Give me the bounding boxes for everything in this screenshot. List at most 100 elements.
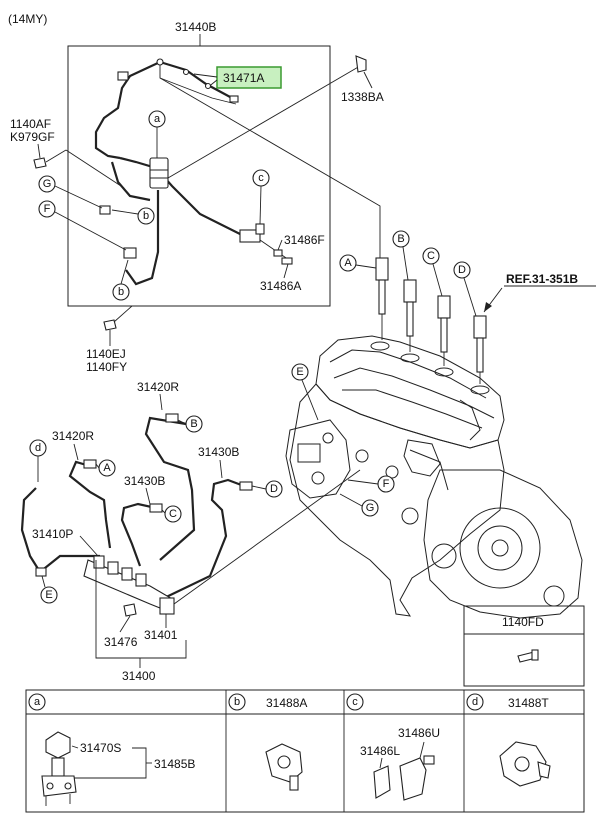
pipe-31420R-top[interactable] (144, 416, 196, 561)
pipe-31420R-top-nut (165, 413, 179, 423)
callout-G-box-text: G (43, 178, 52, 190)
detail-d-clamp[interactable] (499, 741, 551, 787)
callout-G-box[interactable] (38, 175, 56, 193)
ref-31-351B[interactable]: REF.31-351B (506, 272, 578, 286)
leader-1338BA (363, 71, 373, 89)
part-1140AF[interactable]: 1140AF (10, 117, 51, 131)
injectors[interactable] (375, 257, 487, 384)
callout-F-box[interactable] (38, 200, 56, 218)
leader-callout-G (54, 185, 103, 209)
callout-a-box-text: a (154, 113, 161, 125)
return-hose-assembly[interactable] (94, 58, 293, 286)
callout-C-injector[interactable] (422, 247, 440, 265)
part-1140FY[interactable]: 1140FY (86, 360, 127, 374)
part-31471A-highlight[interactable] (216, 66, 282, 89)
part-31485B[interactable]: 31485B (154, 757, 195, 771)
detail-c-clips[interactable] (373, 741, 435, 801)
leader-callout-D-injector (463, 277, 477, 317)
part-31440B[interactable]: 31440B (175, 20, 216, 34)
part-31420R-top[interactable]: 31420R (137, 380, 179, 394)
bolt-1140AF[interactable] (33, 157, 47, 169)
callout-C-pipe-text: C (169, 508, 177, 520)
part-31410P[interactable]: 31410P (32, 527, 73, 541)
detail-b-clip-hole (277, 755, 291, 769)
bolt-1140EJ[interactable] (103, 319, 117, 331)
return-hose-lower-left (110, 161, 151, 202)
cylinder-head-ridge-1 (329, 349, 487, 399)
callout-b-upper[interactable] (137, 207, 155, 225)
callout-D-injector[interactable] (453, 261, 471, 279)
part-1140EJ[interactable]: 1140EJ (86, 347, 126, 361)
injector-A-head (375, 257, 389, 281)
callout-C-injector-text: C (427, 250, 435, 262)
part-31486L[interactable]: 31486L (360, 744, 400, 758)
return-hose-box (67, 45, 331, 307)
part-31486U[interactable]: 31486U (398, 726, 440, 740)
detail-callout-c[interactable] (346, 693, 364, 711)
hose-clamp-left (117, 71, 129, 81)
leader-31470S (71, 745, 79, 749)
callout-B-injector[interactable] (392, 230, 410, 248)
detail-d-clamp-tab (537, 761, 551, 779)
rail-port-4 (135, 573, 147, 587)
part-31486A[interactable]: 31486A (260, 279, 301, 293)
bolt-1338BA[interactable] (355, 55, 367, 73)
rail-port-3 (121, 567, 133, 581)
leader-31486L (379, 757, 383, 769)
pipe-31410P[interactable] (20, 487, 100, 574)
block-boss-3 (401, 507, 419, 525)
bracket-31400 (95, 560, 187, 659)
callout-E-pipe-text: E (45, 589, 52, 601)
leader-1140AF-part (65, 149, 125, 189)
pipe-31410P-nut (35, 567, 47, 577)
leader-31410P (79, 535, 99, 557)
part-31430B-top[interactable]: 31430B (198, 445, 239, 459)
pipe-31430B-mid[interactable] (120, 502, 157, 567)
detail-callout-a[interactable] (28, 693, 46, 711)
part-31470S-shape (45, 731, 71, 759)
hose-clip-c (255, 223, 265, 235)
detail-callout-b[interactable] (228, 693, 246, 711)
detail-a-assembly[interactable] (41, 731, 77, 806)
part-31420R-left[interactable]: 31420R (52, 429, 94, 443)
engine-block[interactable] (285, 335, 583, 619)
leader-31486A (283, 263, 289, 279)
callout-E-pipe[interactable] (40, 586, 58, 604)
detail-callout-d[interactable] (466, 693, 484, 711)
common-rail[interactable] (83, 469, 361, 617)
callout-B-pipe-text: B (190, 418, 197, 430)
injector-well-2 (400, 353, 420, 363)
leader-31420R-left (73, 443, 79, 461)
leader-31420R-top (159, 393, 163, 411)
part-1140FD[interactable]: 1140FD (502, 615, 544, 629)
flywheel-hub (477, 525, 523, 571)
pipe-31430B-top[interactable] (159, 478, 245, 601)
return-hose-top (159, 60, 233, 99)
part-31488A[interactable]: 31488A (266, 696, 307, 710)
callout-A-injector[interactable] (339, 254, 357, 272)
hose-fitting-4 (229, 95, 239, 103)
pipe-31420R-left[interactable] (68, 460, 112, 549)
callout-G-engine[interactable] (361, 499, 379, 517)
part-31470S[interactable]: 31470S (80, 741, 121, 755)
fuel-pump-pulley (311, 471, 325, 485)
part-K979GF[interactable]: K979GF (10, 130, 55, 144)
hose-fitting-3 (204, 82, 212, 90)
part-31486F[interactable]: 31486F (284, 233, 325, 247)
detail-b-clip[interactable] (265, 743, 303, 791)
part-31401[interactable]: 31401 (144, 628, 178, 642)
rail-feed-line (173, 469, 361, 605)
callout-C-pipe[interactable] (164, 505, 182, 523)
part-31476[interactable]: 31476 (104, 635, 138, 649)
detail-a-base (41, 775, 77, 797)
callout-E-engine[interactable] (291, 363, 309, 381)
part-1338BA[interactable]: 1338BA (341, 90, 384, 104)
part-31488T[interactable]: 31488T (508, 696, 549, 710)
part-31400[interactable]: 31400 (122, 669, 156, 683)
part-31471A[interactable]: 31471A (223, 71, 264, 85)
detail-callout-b-text: b (234, 696, 240, 708)
part-31430B-mid[interactable]: 31430B (124, 474, 165, 488)
leader-31486U (419, 741, 425, 759)
